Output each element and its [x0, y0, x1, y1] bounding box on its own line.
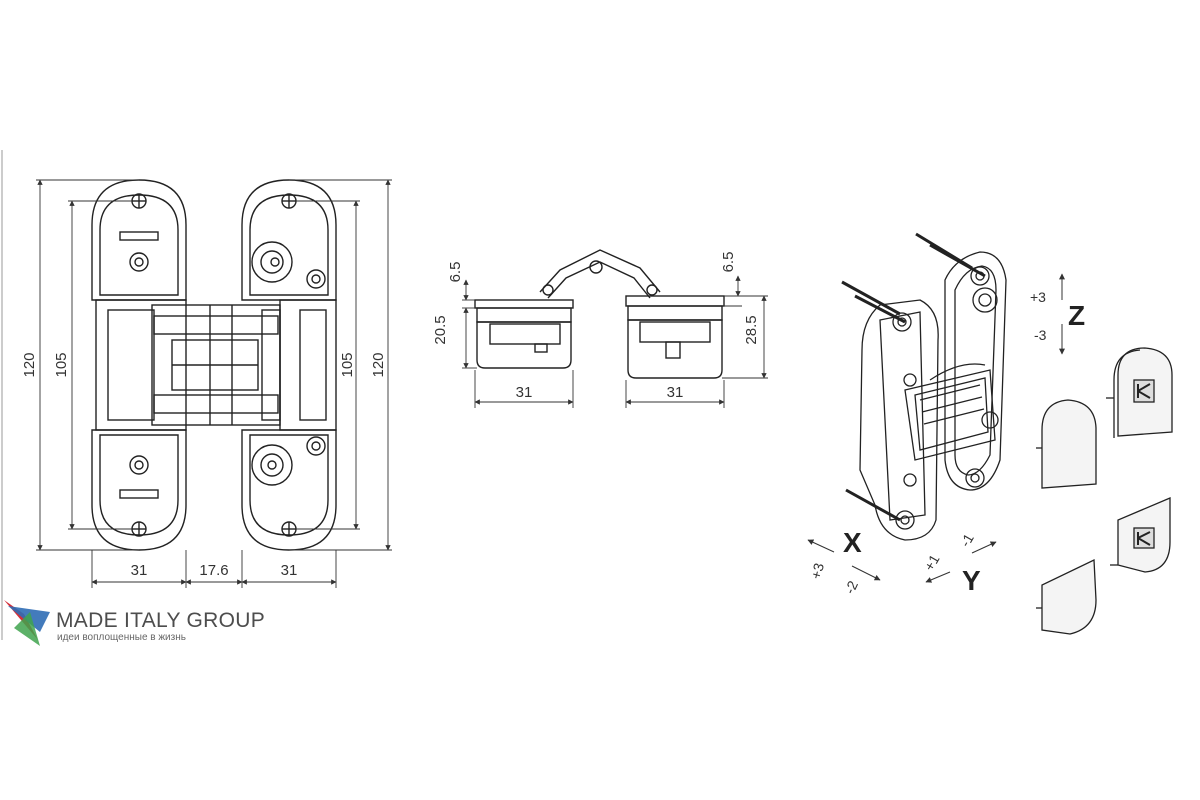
axis-y-label: Y [962, 565, 981, 596]
front-width-31-right: 31 [281, 562, 298, 579]
cap-top-left [1036, 399, 1097, 489]
cap-bottom-left [1036, 558, 1097, 635]
front-height-105-right: 105 [339, 352, 356, 377]
front-width-31-left: 31 [131, 562, 148, 579]
side-view [474, 249, 725, 379]
cap-top-right-with-logo [1106, 347, 1173, 438]
axis-y-plus: +1 [921, 551, 943, 573]
side-dim-20-5: 20.5 [432, 315, 449, 344]
axis-z-label: Z [1068, 300, 1085, 331]
brand-tagline: идеи воплощенные в жизнь [57, 632, 186, 643]
hinge-3d-view [841, 232, 1007, 541]
cover-caps [1036, 347, 1173, 635]
side-dim-6-5-right: 6.5 [720, 252, 737, 273]
front-height-120-right: 120 [370, 352, 387, 377]
side-width-31-left: 31 [516, 384, 533, 401]
side-dim-28-5: 28.5 [743, 315, 760, 344]
brand-logo-mark [4, 600, 50, 646]
brand-name: MADE ITALY GROUP [56, 609, 266, 632]
front-gap-17-6: 17.6 [199, 562, 228, 579]
adjustment-arrows [807, 273, 1065, 583]
front-height-105-left: 105 [53, 352, 70, 377]
axis-x-plus: +3 [807, 561, 827, 581]
center-knuckle [151, 304, 281, 426]
front-height-120-left: 120 [21, 352, 38, 377]
axis-y-minus: -1 [957, 531, 977, 550]
cap-bottom-right-with-logo [1110, 497, 1171, 573]
front-view [91, 179, 337, 551]
axis-x-minus: -2 [841, 578, 861, 596]
axis-z-plus: +3 [1030, 289, 1046, 305]
side-dim-6-5-left: 6.5 [447, 262, 464, 283]
axis-z-minus: -3 [1034, 327, 1047, 343]
axis-x-label: X [843, 527, 862, 558]
front-view-dimensions [36, 179, 392, 588]
side-width-31-right: 31 [667, 384, 684, 401]
side-view-dimensions [462, 275, 768, 408]
